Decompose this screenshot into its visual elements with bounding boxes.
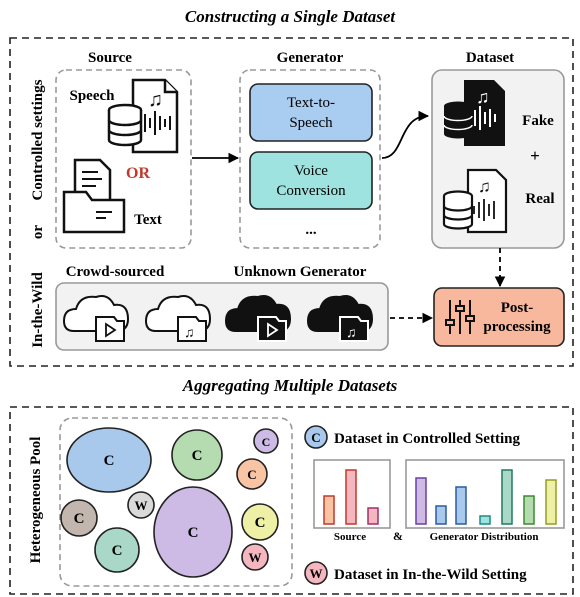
legend-wild: W Dataset in In-the-Wild Setting	[304, 561, 527, 585]
real-label: Real	[525, 191, 554, 207]
pool-dataset-c-small-purple: C	[253, 428, 279, 454]
pool-dataset-w-red: W	[241, 543, 269, 571]
svg-text:C: C	[192, 448, 203, 464]
svg-text:C: C	[74, 511, 85, 527]
generator-distribution-chart	[405, 459, 565, 529]
vc-line2: Conversion	[276, 183, 346, 199]
fake-dataset-icon: ♫	[443, 80, 505, 146]
source-distribution-chart	[313, 459, 391, 529]
svg-text:W: W	[249, 550, 262, 565]
legend-controlled-text: Dataset in Controlled Setting	[334, 431, 520, 447]
pool-dataset-c-orange: C	[236, 458, 268, 490]
svg-text:C: C	[104, 453, 115, 469]
pool-dataset-c-teal: C	[94, 527, 140, 573]
svg-text:C: C	[188, 525, 199, 541]
side-label-in-the-wild: In-the-Wild	[30, 272, 46, 348]
pool-dataset-c-green: C	[171, 429, 223, 481]
vc-line1: Voice	[294, 163, 328, 179]
generator-box	[239, 69, 381, 249]
crowd-sourced-label: Crowd-sourced	[66, 264, 165, 280]
pool-dataset-c-purple-large: C	[153, 486, 233, 578]
svg-text:W: W	[135, 498, 148, 513]
source-box	[55, 69, 192, 249]
tts-line2: Speech	[289, 115, 333, 131]
svg-text:♫: ♫	[184, 326, 195, 341]
generator-ellipsis: ...	[305, 222, 317, 238]
crowd-cloud-video-icon	[63, 295, 129, 342]
crowd-cloud-audio-icon: ♫	[145, 295, 211, 342]
svg-text:C: C	[311, 430, 320, 445]
fake-label: Fake	[522, 113, 554, 129]
arrow-generator-dataset	[381, 110, 430, 159]
unknown-cloud-video-icon	[225, 295, 291, 342]
speech-database-icon: ♫	[107, 78, 179, 154]
svg-text:C: C	[247, 467, 256, 482]
post-line1: Post-	[501, 300, 534, 316]
plus-sign: +	[530, 146, 540, 165]
heterogeneous-pool-label: Heterogeneous Pool	[28, 437, 44, 564]
unknown-cloud-audio-icon: ♫	[307, 295, 373, 342]
source-caption: Source	[334, 531, 366, 543]
svg-text:♫: ♫	[346, 326, 357, 341]
ampersand: &	[393, 529, 403, 543]
real-dataset-icon: ♫	[442, 168, 508, 234]
unknown-generator-label: Unknown Generator	[234, 264, 367, 280]
pool-dataset-c-blue: C	[66, 427, 152, 493]
pool-dataset-c-yellow: C	[241, 503, 279, 541]
sliders-icon	[445, 300, 475, 334]
svg-text:C: C	[262, 435, 271, 449]
or-label: OR	[126, 165, 150, 182]
svg-text:♫: ♫	[148, 89, 163, 111]
pool-box	[59, 417, 293, 587]
text-folder-icon	[62, 158, 126, 234]
svg-text:C: C	[112, 543, 123, 559]
generator-heading: Generator	[277, 50, 344, 66]
post-line2: processing	[483, 319, 551, 335]
svg-text:Controlled settings: Controlled settings	[30, 79, 46, 200]
pool-dataset-c-brown: C	[60, 499, 98, 537]
top-side-label: Controlled settings or In-the-Wild	[30, 79, 46, 347]
source-heading: Source	[88, 50, 132, 66]
bottom-title: Aggregating Multiple Datasets	[182, 376, 398, 395]
tts-line1: Text-to-	[287, 95, 335, 111]
voice-conversion-box: Voice Conversion	[249, 151, 373, 210]
pool-dataset-w-gray: W	[127, 491, 155, 519]
post-processing-box: Post- processing	[433, 287, 565, 347]
in-the-wild-box	[55, 282, 389, 351]
text-label: Text	[134, 212, 162, 228]
svg-text:♫: ♫	[478, 177, 491, 196]
generator-distribution-caption: Generator Distribution	[430, 531, 539, 543]
side-label-or: or	[30, 225, 46, 240]
dataset-heading: Dataset	[466, 50, 514, 66]
top-title: Constructing a Single Dataset	[185, 7, 396, 26]
top-frame	[9, 37, 574, 367]
speech-label: Speech	[70, 88, 116, 104]
side-label-controlled: Controlled settings	[30, 79, 46, 200]
legend-controlled: C Dataset in Controlled Setting	[304, 425, 520, 449]
tts-box: Text-to- Speech	[249, 83, 373, 142]
legend-wild-text: Dataset in In-the-Wild Setting	[334, 567, 527, 583]
svg-text:♫: ♫	[476, 87, 490, 107]
bottom-frame	[9, 406, 574, 595]
svg-text:C: C	[255, 515, 266, 531]
svg-text:W: W	[310, 566, 323, 581]
